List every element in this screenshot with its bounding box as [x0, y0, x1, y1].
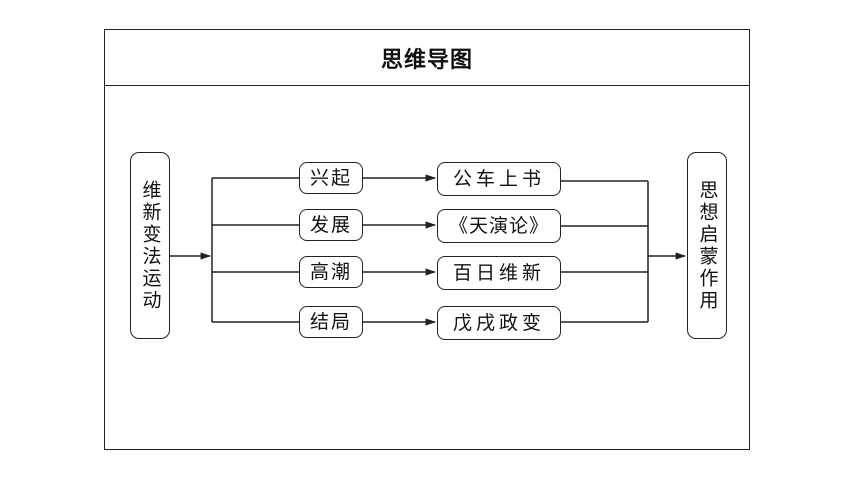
stage-node: 结局 [299, 306, 363, 338]
event-label: 《天演论》 [448, 214, 549, 237]
stage-label: 发展 [309, 213, 352, 236]
diagram-title: 思维导图 [380, 47, 473, 73]
stage-node: 发展 [299, 209, 363, 241]
event-node: 《天演论》 [437, 209, 561, 243]
source-label: 维新变法运动 [139, 179, 162, 312]
event-node: 戊戌政变 [437, 306, 561, 340]
event-label: 公车上书 [452, 167, 545, 190]
stage-label: 高潮 [309, 260, 352, 283]
target-box: 思想启蒙作用 [687, 152, 727, 339]
event-node: 公车上书 [437, 162, 561, 196]
event-node: 百日维新 [437, 256, 561, 290]
event-label: 戊戌政变 [452, 311, 545, 334]
diagram-frame: 思维导图 [104, 29, 750, 450]
stage-node: 兴起 [299, 162, 363, 194]
stage-node: 高潮 [299, 256, 363, 288]
event-label: 百日维新 [452, 261, 545, 284]
stage-label: 兴起 [309, 166, 352, 189]
source-box: 维新变法运动 [130, 152, 170, 339]
stage-label: 结局 [309, 310, 352, 333]
title-bar: 思维导图 [105, 30, 749, 86]
target-label: 思想启蒙作用 [696, 179, 719, 312]
